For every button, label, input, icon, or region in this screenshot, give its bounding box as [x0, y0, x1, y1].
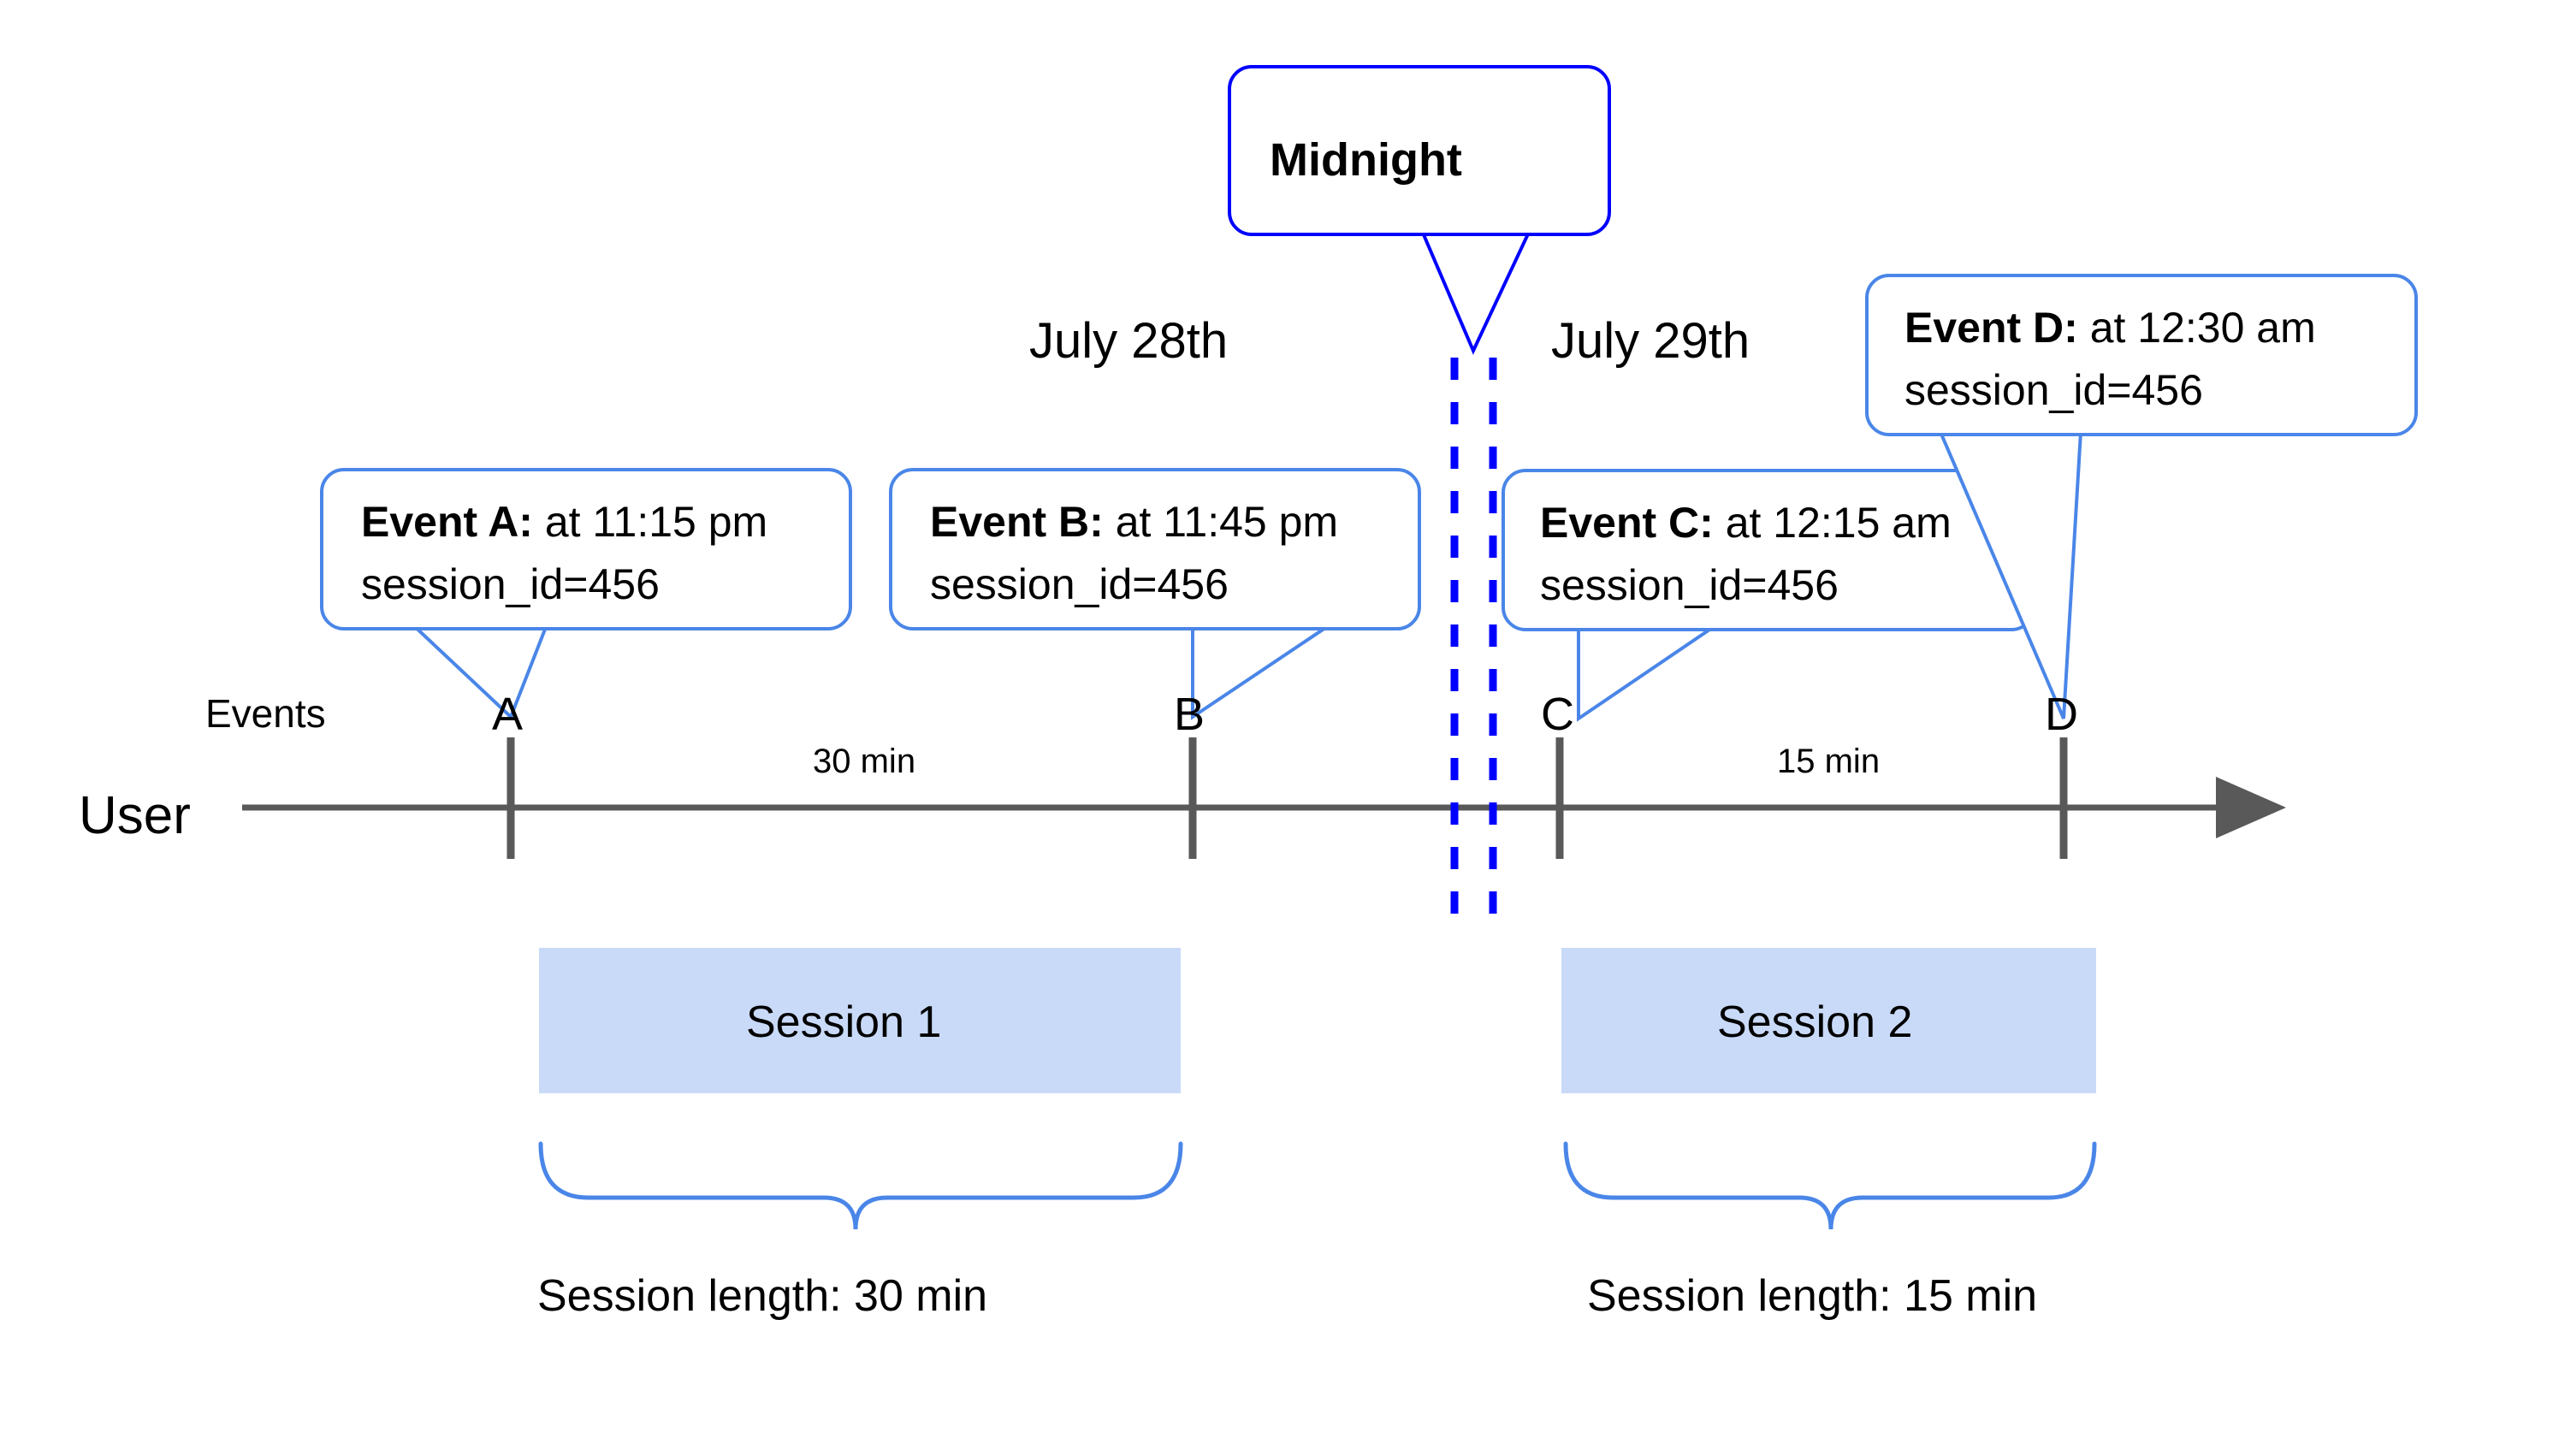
event-b-title: Event B: — [930, 498, 1104, 546]
tick-label-a: A — [492, 689, 523, 740]
event-d-session: session_id=456 — [1904, 366, 2203, 414]
session-bar-2 — [1561, 948, 2096, 1093]
event-b-line-1: Event B: at 11:45 pm — [930, 498, 1338, 546]
midnight-callout-box — [1228, 65, 1611, 236]
session-2-brace — [1563, 1141, 2097, 1230]
date-label-july-29: July 29th — [1551, 313, 1750, 369]
user-row-label: User — [79, 786, 191, 845]
tick-label-d: D — [2045, 689, 2078, 740]
axis-arrow-icon — [2216, 777, 2286, 838]
session-bar-label-2: Session 2 — [1717, 997, 1912, 1047]
session-length-label-2: Session length: 15 min — [1587, 1271, 2037, 1321]
tick-label-b: B — [1174, 689, 1205, 740]
event-a-session: session_id=456 — [361, 560, 660, 608]
session-length-label-1: Session length: 30 min — [537, 1271, 987, 1321]
event-c-title: Event C: — [1540, 499, 1714, 547]
event-c-session: session_id=456 — [1540, 561, 1839, 609]
event-a-time: at 11:15 pm — [533, 498, 767, 546]
date-label-july-28: July 28th — [1029, 313, 1228, 369]
session-1-brace — [538, 1141, 1183, 1230]
event-c-line-1: Event C: at 12:15 am — [1540, 499, 1952, 547]
duration-label-cd: 15 min — [1777, 743, 1880, 780]
midnight-label: Midnight — [1270, 134, 1462, 186]
session-bar-1 — [539, 948, 1181, 1093]
tick-label-c: C — [1541, 689, 1574, 740]
event-b-session: session_id=456 — [930, 560, 1229, 608]
event-a-title: Event A: — [361, 498, 533, 546]
events-row-label: Events — [205, 691, 326, 736]
session-bar-label-1: Session 1 — [746, 997, 941, 1047]
event-a-line-1: Event A: at 11:15 pm — [361, 498, 767, 546]
event-d-callout-box — [1865, 274, 2418, 436]
event-d-title: Event D: — [1904, 304, 2078, 352]
event-c-time: at 12:15 am — [1714, 499, 1952, 547]
event-d-time: at 12:30 am — [2078, 304, 2316, 352]
duration-label-ab: 30 min — [813, 743, 915, 780]
event-a-callout-box — [320, 468, 852, 630]
event-b-callout-box — [889, 468, 1421, 630]
event-b-time: at 11:45 pm — [1104, 498, 1338, 546]
event-d-line-1: Event D: at 12:30 am — [1904, 304, 2316, 352]
